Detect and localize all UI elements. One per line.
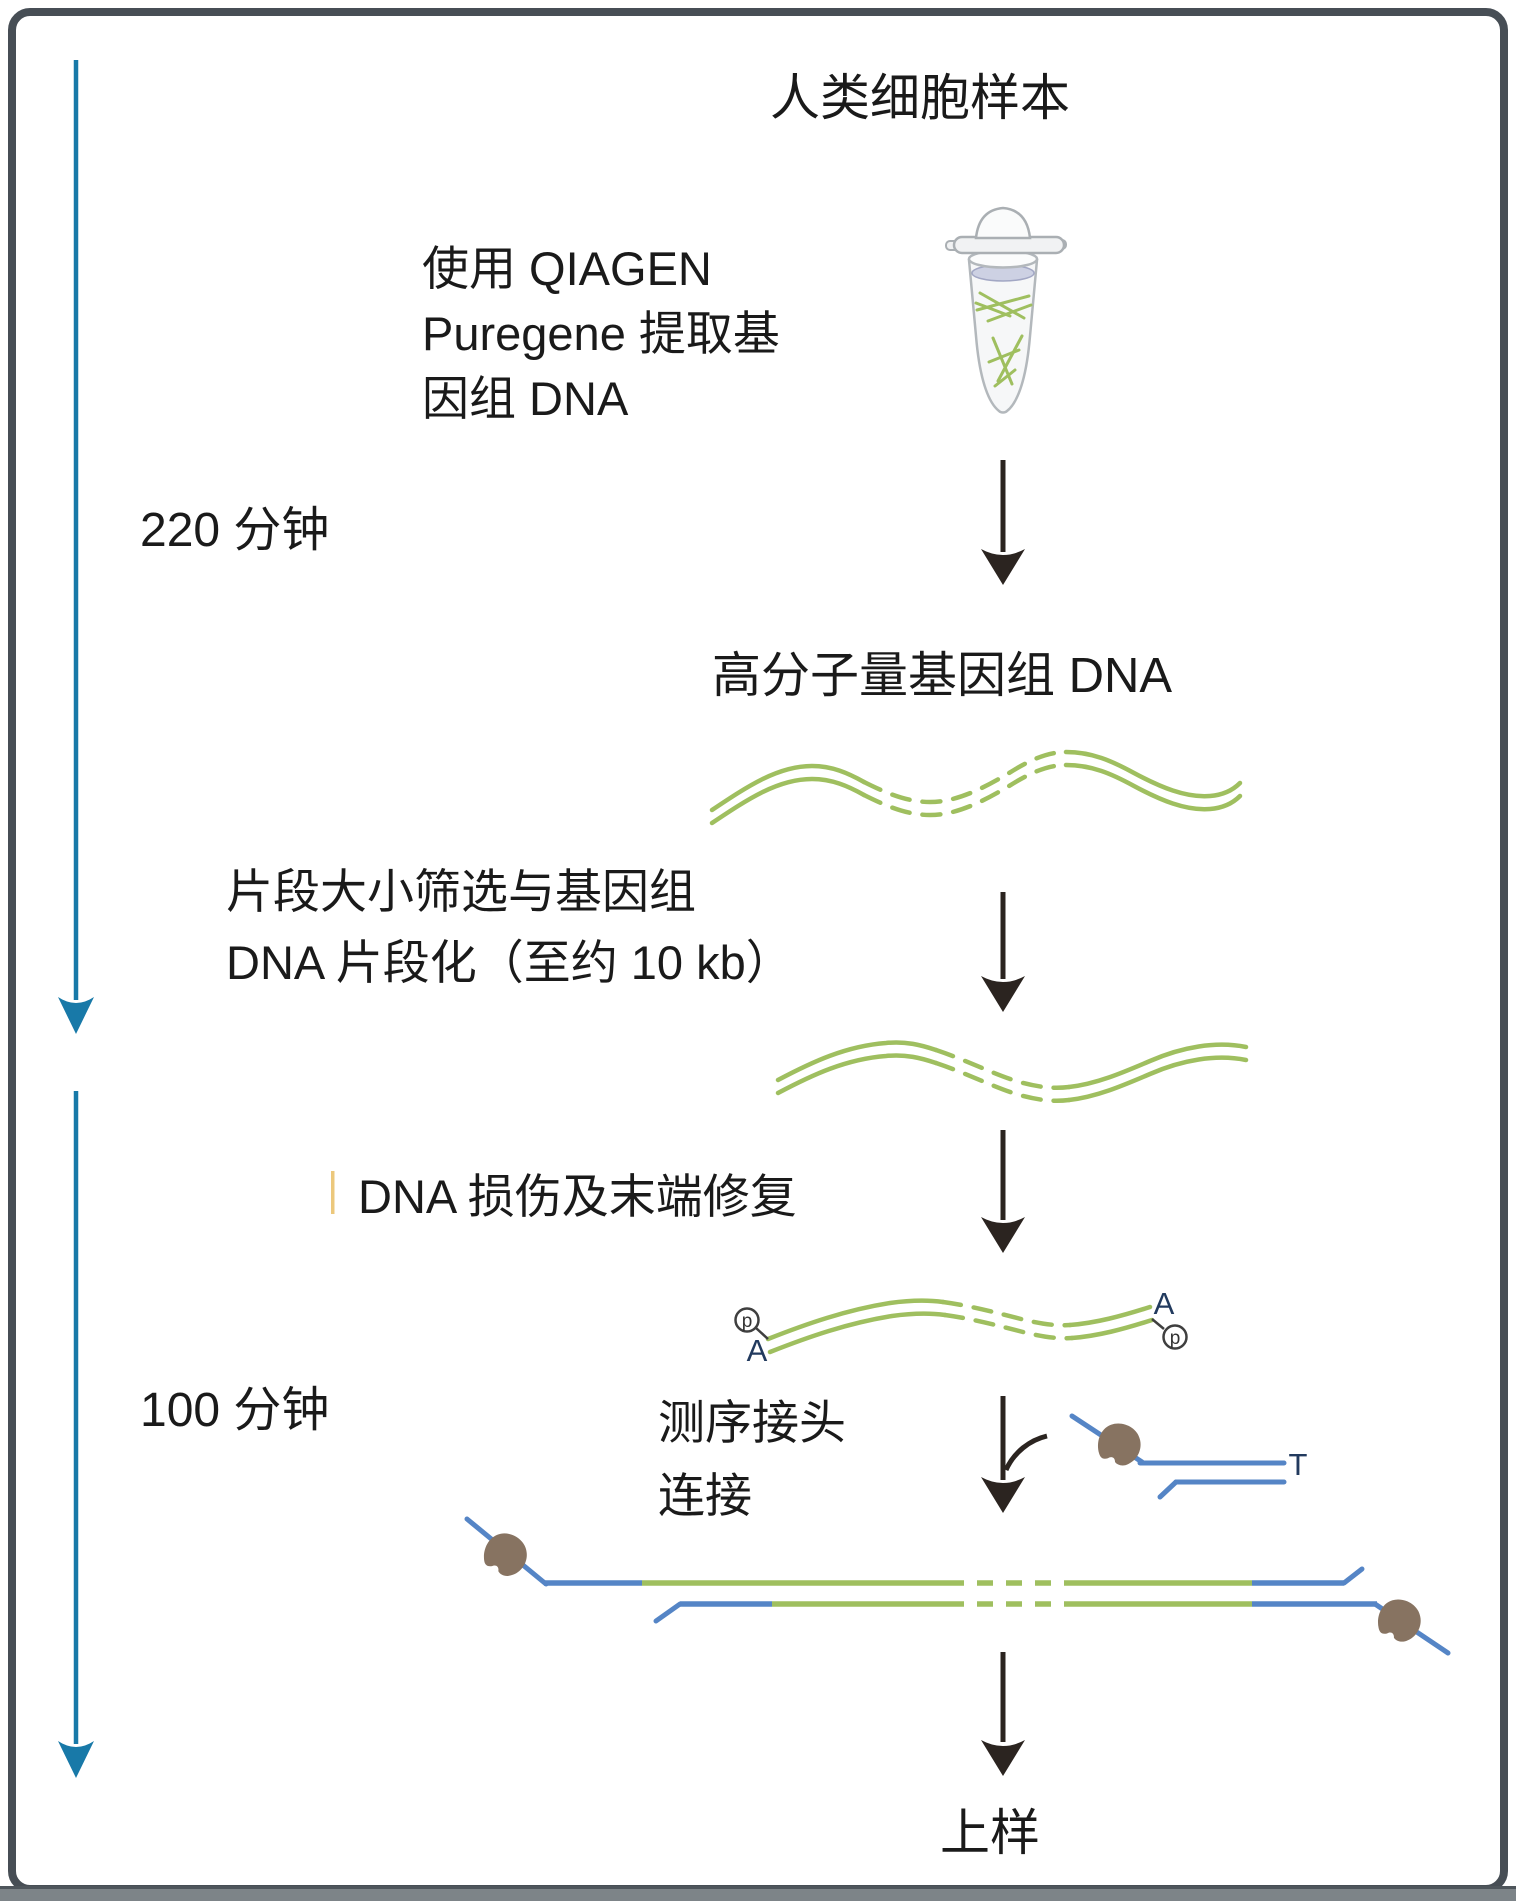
page-title: 人类细胞样本 bbox=[770, 70, 1070, 126]
fragmentation-step-label: 片段大小筛选与基因组 DNA 片段化（至约 10 kb） bbox=[226, 865, 793, 989]
ligation-step-label: 测序接头 连接 bbox=[658, 1396, 846, 1522]
bottom-edge-bar bbox=[0, 1886, 1516, 1901]
phosphate-label: p bbox=[1170, 1328, 1181, 1349]
down-arrow-icon bbox=[981, 1652, 1025, 1776]
phase2-duration-label: 100 分钟 bbox=[140, 1384, 330, 1437]
highlight-tick bbox=[331, 1171, 335, 1214]
sequencing-adapter-icon: T bbox=[1069, 1413, 1308, 1500]
phosphate-icon bbox=[734, 1307, 760, 1333]
phosphate-label: p bbox=[742, 1311, 753, 1332]
load-step-label: 上样 bbox=[940, 1805, 1040, 1861]
hmw-dna-label: 高分子量基因组 DNA bbox=[712, 649, 1173, 703]
end-repaired-dna-icon: p A A p bbox=[734, 1286, 1188, 1368]
adenine-label: A bbox=[1154, 1286, 1175, 1321]
phosphate-icon bbox=[1162, 1324, 1188, 1350]
repair-step-label: DNA 损伤及末端修复 bbox=[358, 1170, 797, 1223]
timeline-arrow-icon bbox=[58, 60, 94, 1034]
extract-step-label: 使用 QIAGEN Puregene 提取基 因组 DNA bbox=[422, 242, 780, 425]
sample-tube-icon bbox=[945, 206, 1067, 414]
down-arrow-icon bbox=[981, 1130, 1025, 1253]
hmw-dna-strand-icon bbox=[709, 749, 1243, 826]
down-arrow-icon bbox=[981, 892, 1025, 1012]
phase1-duration-label: 220 分钟 bbox=[140, 504, 330, 557]
adenine-label: A bbox=[747, 1333, 768, 1368]
down-arrow-icon bbox=[981, 460, 1025, 585]
motor-protein-icon bbox=[1370, 1591, 1429, 1649]
timeline-arrow-icon bbox=[58, 1091, 94, 1778]
thymine-label: T bbox=[1289, 1447, 1308, 1482]
down-arrow-icon bbox=[981, 1396, 1048, 1513]
fragmented-dna-icon bbox=[775, 1040, 1249, 1103]
ligated-library-icon bbox=[464, 1516, 1451, 1656]
